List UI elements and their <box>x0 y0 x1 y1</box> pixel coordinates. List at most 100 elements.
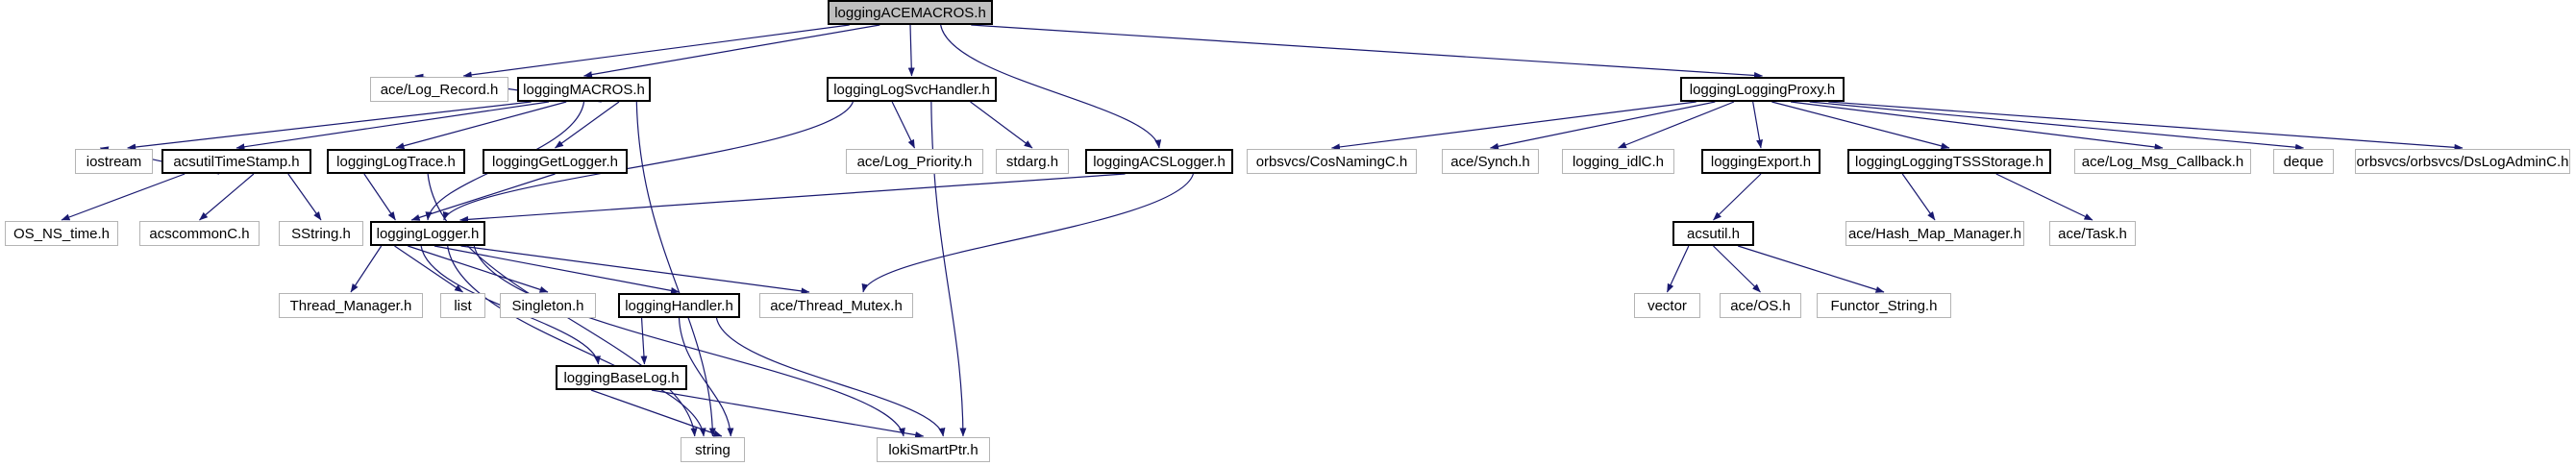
graph-node-label: loggingGetLogger.h <box>492 153 618 170</box>
graph-edge-acsutil-to-aceOS <box>1713 245 1761 293</box>
graph-node-label: deque <box>2283 153 2324 170</box>
graph-node-label: ace/Log_Msg_Callback.h <box>2081 153 2244 170</box>
graph-node-aceLogMsgCallback[interactable]: ace/Log_Msg_Callback.h <box>2074 149 2251 174</box>
graph-edge-loggingACEMACROS-to-loggingLoggingProxy <box>971 24 1763 79</box>
graph-edge-loggingLogSvcHandler-to-loggingLogger <box>442 101 854 221</box>
graph-node-label: OS_NS_time.h <box>12 225 111 242</box>
graph-edge-loggingHandler-to-lokiSmartPtr <box>715 317 946 437</box>
graph-edge-loggingLogTrace-to-loggingLogger <box>363 173 396 221</box>
graph-node-label: ace/OS.h <box>1730 297 1791 314</box>
graph-node-label: stdarg.h <box>1005 153 1059 170</box>
graph-node-label: loggingHandler.h <box>625 297 733 314</box>
graph-node-label: iostream <box>86 153 142 170</box>
graph-node-loggingLoggingProxy[interactable]: loggingLoggingProxy.h <box>1680 77 1845 102</box>
graph-node-aceHashMapManager[interactable]: ace/Hash_Map_Manager.h <box>1845 221 2024 246</box>
graph-node-aceThreadMutex[interactable]: ace/Thread_Mutex.h <box>759 293 913 318</box>
graph-edge-loggingMACROS-to-loggingLogTrace <box>395 101 567 150</box>
graph-edge-loggingBaseLog-to-string <box>590 389 723 437</box>
graph-node-loggingLogger[interactable]: loggingLogger.h <box>370 221 485 246</box>
graph-node-loggingGetLogger[interactable]: loggingGetLogger.h <box>483 149 628 174</box>
graph-node-label: loggingLogTrace.h <box>336 153 456 170</box>
graph-edge-loggingLoggingProxy-to-loggingLoggingTSSStorage <box>1771 101 1950 150</box>
graph-edge-loggingLoggingProxy-to-loggingIdlC <box>1618 101 1735 149</box>
graph-node-loggingBaseLog[interactable]: loggingBaseLog.h <box>556 365 687 390</box>
graph-node-label: loggingLogger.h <box>376 225 480 242</box>
graph-node-label: loggingACEMACROS.h <box>834 4 986 21</box>
graph-node-label: loggingExport.h <box>1710 153 1812 170</box>
graph-node-acsutilTimeStamp[interactable]: acsutilTimeStamp.h <box>161 149 311 174</box>
graph-node-deque[interactable]: deque <box>2273 149 2334 174</box>
graph-node-SString[interactable]: SString.h <box>279 221 363 246</box>
graph-node-Singleton[interactable]: Singleton.h <box>500 293 596 318</box>
graph-edge-loggingLoggingProxy-to-orbsvcsDsLogAdminC <box>1828 101 2464 151</box>
graph-node-orbsvcsCosNamingC[interactable]: orbsvcs/CosNamingC.h <box>1247 149 1417 174</box>
graph-node-label: SString.h <box>291 225 351 242</box>
graph-edge-loggingACEMACROS-to-aceLogRecord <box>462 24 850 79</box>
graph-node-loggingLogTrace[interactable]: loggingLogTrace.h <box>327 149 465 174</box>
graph-node-lokiSmartPtr[interactable]: lokiSmartPtr.h <box>877 437 990 462</box>
graph-node-label: Functor_String.h <box>1830 297 1938 314</box>
graph-edge-loggingGetLogger-to-loggingLogger <box>410 173 556 221</box>
graph-node-aceLogPriority[interactable]: ace/Log_Priority.h <box>846 149 983 174</box>
graph-edge-acsutilTimeStamp-to-SString <box>287 173 322 221</box>
graph-edge-loggingLoggingProxy-to-orbsvcsCosNamingC <box>1331 101 1697 151</box>
graph-node-acsutil[interactable]: acsutil.h <box>1672 221 1754 246</box>
graph-edge-loggingLoggingProxy-to-loggingExport <box>1752 101 1763 149</box>
graph-node-label: loggingLoggingProxy.h <box>1689 81 1836 98</box>
graph-edge-loggingLoggingTSSStorage-to-aceHashMapManager <box>1901 173 1936 221</box>
graph-edge-loggingMACROS-to-loggingGetLogger <box>555 101 620 149</box>
graph-node-acscommonC[interactable]: acscommonC.h <box>139 221 260 246</box>
graph-edge-loggingACSLogger-to-aceThreadMutex <box>861 173 1194 293</box>
graph-node-aceLogRecord[interactable]: ace/Log_Record.h <box>370 77 508 102</box>
graph-node-label: Singleton.h <box>511 297 584 314</box>
graph-edge-loggingMACROS-to-acsutilTimeStamp <box>235 101 550 151</box>
graph-edge-loggingExport-to-acsutil <box>1713 173 1762 221</box>
graph-node-orbsvcsDsLogAdminC[interactable]: orbsvcs/orbsvcs/DsLogAdminC.h <box>2355 149 2570 174</box>
graph-node-loggingHandler[interactable]: loggingHandler.h <box>618 293 740 318</box>
graph-node-vector[interactable]: vector <box>1634 293 1700 318</box>
graph-edge-loggingACEMACROS-to-loggingLogSvcHandler <box>907 24 915 77</box>
graph-node-aceTask[interactable]: ace/Task.h <box>2049 221 2136 246</box>
graph-node-label: ace/Log_Priority.h <box>856 153 973 170</box>
graph-edge-loggingLogSvcHandler-to-aceLogPriority <box>891 101 916 149</box>
graph-edge-loggingLoggingTSSStorage-to-aceTask <box>1995 173 2093 221</box>
graph-node-label: ace/Synch.h <box>1450 153 1530 170</box>
graph-node-label: orbsvcs/CosNamingC.h <box>1255 153 1408 170</box>
graph-node-loggingLoggingTSSStorage[interactable]: loggingLoggingTSSStorage.h <box>1847 149 2051 174</box>
graph-edge-loggingLoggingProxy-to-deque <box>1809 101 2304 151</box>
graph-node-loggingExport[interactable]: loggingExport.h <box>1701 149 1821 174</box>
graph-edge-loggingHandler-to-string <box>678 317 734 437</box>
graph-edge-loggingLogger-to-string <box>447 245 706 437</box>
graph-node-aceOS[interactable]: ace/OS.h <box>1720 293 1801 318</box>
graph-node-FunctorString[interactable]: Functor_String.h <box>1817 293 1951 318</box>
graph-edge-loggingHandler-to-loggingBaseLog <box>640 317 648 365</box>
graph-node-loggingIdlC[interactable]: logging_idlC.h <box>1562 149 1674 174</box>
graph-edge-acsutil-to-vector <box>1666 245 1690 293</box>
graph-node-label: orbsvcs/orbsvcs/DsLogAdminC.h <box>2356 153 2569 170</box>
graph-node-OS_NS_time[interactable]: OS_NS_time.h <box>5 221 118 246</box>
graph-node-ThreadManager[interactable]: Thread_Manager.h <box>279 293 423 318</box>
graph-node-stdarg[interactable]: stdarg.h <box>996 149 1069 174</box>
graph-edge-loggingACEMACROS-to-loggingACSLogger <box>940 24 1162 149</box>
graph-node-aceSynch[interactable]: ace/Synch.h <box>1442 149 1539 174</box>
graph-edge-loggingMACROS-to-string <box>635 101 716 437</box>
graph-node-label: loggingACSLogger.h <box>1093 153 1226 170</box>
graph-edge-loggingMACROS-to-iostream <box>127 101 532 151</box>
graph-node-label: string <box>695 441 731 458</box>
graph-node-label: Thread_Manager.h <box>289 297 412 314</box>
graph-node-loggingMACROS[interactable]: loggingMACROS.h <box>517 77 651 102</box>
graph-node-iostream[interactable]: iostream <box>75 149 153 174</box>
graph-edge-loggingLoggingProxy-to-aceLogMsgCallback <box>1790 101 2164 151</box>
graph-node-string[interactable]: string <box>681 437 745 462</box>
graph-node-loggingACEMACROS[interactable]: loggingACEMACROS.h <box>828 0 993 25</box>
graph-edge-loggingACSLogger-to-loggingLogger <box>459 173 1126 223</box>
graph-node-loggingACSLogger[interactable]: loggingACSLogger.h <box>1085 149 1233 174</box>
graph-edge-loggingLogger-to-ThreadManager <box>350 245 383 293</box>
graph-edge-loggingLogSvcHandler-to-stdarg <box>970 101 1033 149</box>
graph-edge-acsutil-to-FunctorString <box>1737 245 1885 293</box>
graph-node-list[interactable]: list <box>440 293 485 318</box>
graph-node-label: loggingBaseLog.h <box>563 369 680 386</box>
graph-node-loggingLogSvcHandler[interactable]: loggingLogSvcHandler.h <box>827 77 997 102</box>
graph-edge-loggingLogger-to-aceThreadMutex <box>460 245 810 295</box>
